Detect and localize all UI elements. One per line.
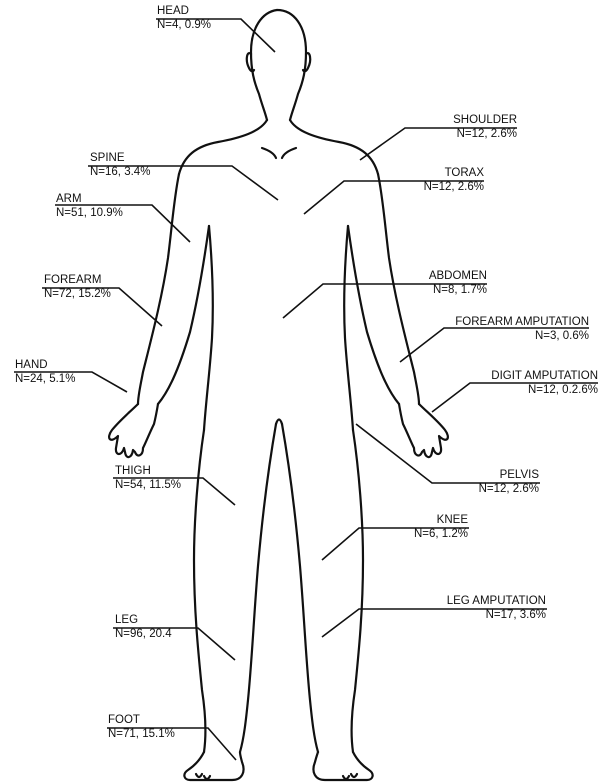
label-forearm-amputation-name: FOREARM AMPUTATION — [455, 316, 589, 329]
label-spine: SPINE N=16, 3.4% — [90, 152, 150, 179]
label-head-stat: N=4, 0.9% — [157, 19, 211, 32]
label-knee-stat: N=6, 1.2% — [414, 528, 468, 541]
label-torax-stat: N=12, 2.6% — [424, 181, 484, 194]
label-arm-name: ARM — [56, 193, 123, 206]
label-hand: HAND N=24, 5.1% — [15, 359, 75, 386]
label-arm-stat: N=51, 10.9% — [56, 207, 123, 220]
label-leg-name: LEG — [115, 614, 172, 627]
label-head-name: HEAD — [157, 5, 211, 18]
label-leg: LEG N=96, 20.4 — [115, 614, 172, 641]
label-torax-name: TORAX — [424, 167, 484, 180]
label-hand-stat: N=24, 5.1% — [15, 373, 75, 386]
label-foot-name: FOOT — [108, 714, 175, 727]
label-leg-stat: N=96, 20.4 — [115, 628, 172, 641]
label-shoulder-name: SHOULDER — [453, 114, 517, 127]
label-forearm-amputation-stat: N=3, 0.6% — [455, 330, 589, 343]
label-leg-amputation: LEG AMPUTATION N=17, 3.6% — [447, 595, 546, 622]
label-forearm-name: FOREARM — [44, 274, 111, 287]
label-spine-stat: N=16, 3.4% — [90, 166, 150, 179]
label-shoulder: SHOULDER N=12, 2.6% — [453, 114, 517, 141]
label-abdomen-name: ABDOMEN — [429, 270, 487, 283]
label-hand-name: HAND — [15, 359, 75, 372]
label-foot: FOOT N=71, 15.1% — [108, 714, 175, 741]
label-spine-name: SPINE — [90, 152, 150, 165]
label-thigh: THIGH N=54, 11.5% — [115, 465, 181, 492]
label-knee-name: KNEE — [414, 514, 468, 527]
label-pelvis: PELVIS N=12, 2.6% — [479, 469, 539, 496]
label-digit-amputation-name: DIGIT AMPUTATION — [491, 370, 598, 383]
label-digit-amputation-stat: N=12, 0.2.6% — [491, 384, 598, 397]
label-pelvis-stat: N=12, 2.6% — [479, 483, 539, 496]
label-abdomen: ABDOMEN N=8, 1.7% — [429, 270, 487, 297]
label-forearm-amputation: FOREARM AMPUTATION N=3, 0.6% — [455, 316, 589, 343]
label-forearm: FOREARM N=72, 15.2% — [44, 274, 111, 301]
label-thigh-name: THIGH — [115, 465, 181, 478]
label-head: HEAD N=4, 0.9% — [157, 5, 211, 32]
label-torax: TORAX N=12, 2.6% — [424, 167, 484, 194]
label-knee: KNEE N=6, 1.2% — [414, 514, 468, 541]
label-shoulder-stat: N=12, 2.6% — [453, 128, 517, 141]
label-arm: ARM N=51, 10.9% — [56, 193, 123, 220]
label-digit-amputation: DIGIT AMPUTATION N=12, 0.2.6% — [491, 370, 598, 397]
label-leg-amputation-name: LEG AMPUTATION — [447, 595, 546, 608]
label-abdomen-stat: N=8, 1.7% — [429, 284, 487, 297]
label-foot-stat: N=71, 15.1% — [108, 728, 175, 741]
human-silhouette — [109, 10, 448, 780]
label-pelvis-name: PELVIS — [479, 469, 539, 482]
label-forearm-stat: N=72, 15.2% — [44, 288, 111, 301]
label-leg-amputation-stat: N=17, 3.6% — [447, 609, 546, 622]
label-thigh-stat: N=54, 11.5% — [115, 479, 181, 492]
